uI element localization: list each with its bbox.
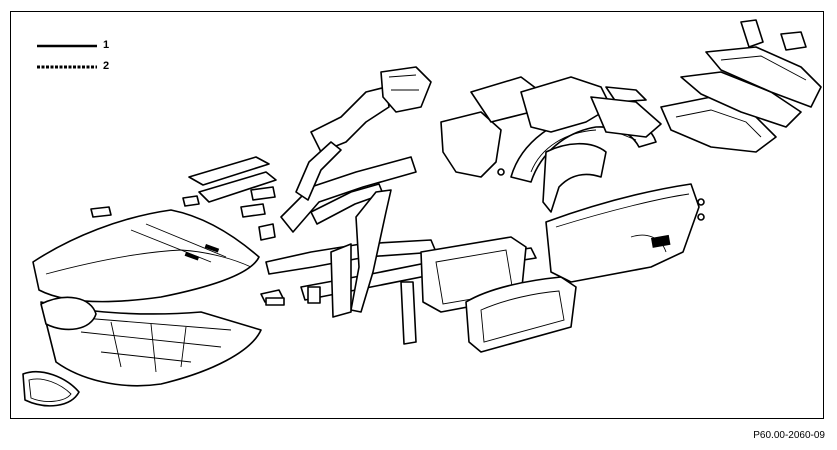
hood-latch-bracket [182, 195, 200, 207]
legend-label-2: 2 [103, 60, 110, 72]
front-longitudinal-members [188, 156, 277, 241]
rear-parcel-bracket [605, 86, 647, 103]
quarter-panel-upper [590, 96, 662, 138]
front-bumper-frame [22, 370, 80, 407]
front-door [465, 276, 577, 353]
b-pillar [350, 189, 392, 313]
front-wheelhouse [310, 86, 390, 153]
exploded-body-shell-drawing [22, 19, 822, 407]
hood-hinge [90, 206, 112, 218]
fastener-clip [697, 213, 705, 221]
reference-code: P60.00-2060-09 [753, 430, 825, 441]
mounting-bracket [307, 286, 321, 304]
a-pillar-assembly [280, 141, 417, 233]
front-end-structure [40, 301, 262, 387]
rocker-end-cap [265, 297, 285, 306]
fastener-clip [497, 168, 505, 176]
rear-panel-upper [680, 71, 802, 128]
rear-quarter-panel [545, 183, 700, 283]
tail-lamp-bracket [780, 31, 807, 51]
legend-label-1: 1 [103, 39, 110, 51]
lower-pillar-reinforcement [400, 281, 417, 345]
rear-wheelhouse-outer [542, 142, 607, 213]
roof-rail-front [440, 111, 502, 178]
diagram-frame: 1 2 [10, 11, 824, 419]
rear-end-panel [705, 46, 822, 108]
front-shock-tower [380, 66, 432, 113]
fastener-clip [697, 198, 705, 206]
b-pillar-inner [330, 243, 352, 318]
radiator-grille [40, 296, 97, 331]
hood-panel [32, 209, 260, 303]
trunk-lid-hinge [740, 19, 764, 48]
